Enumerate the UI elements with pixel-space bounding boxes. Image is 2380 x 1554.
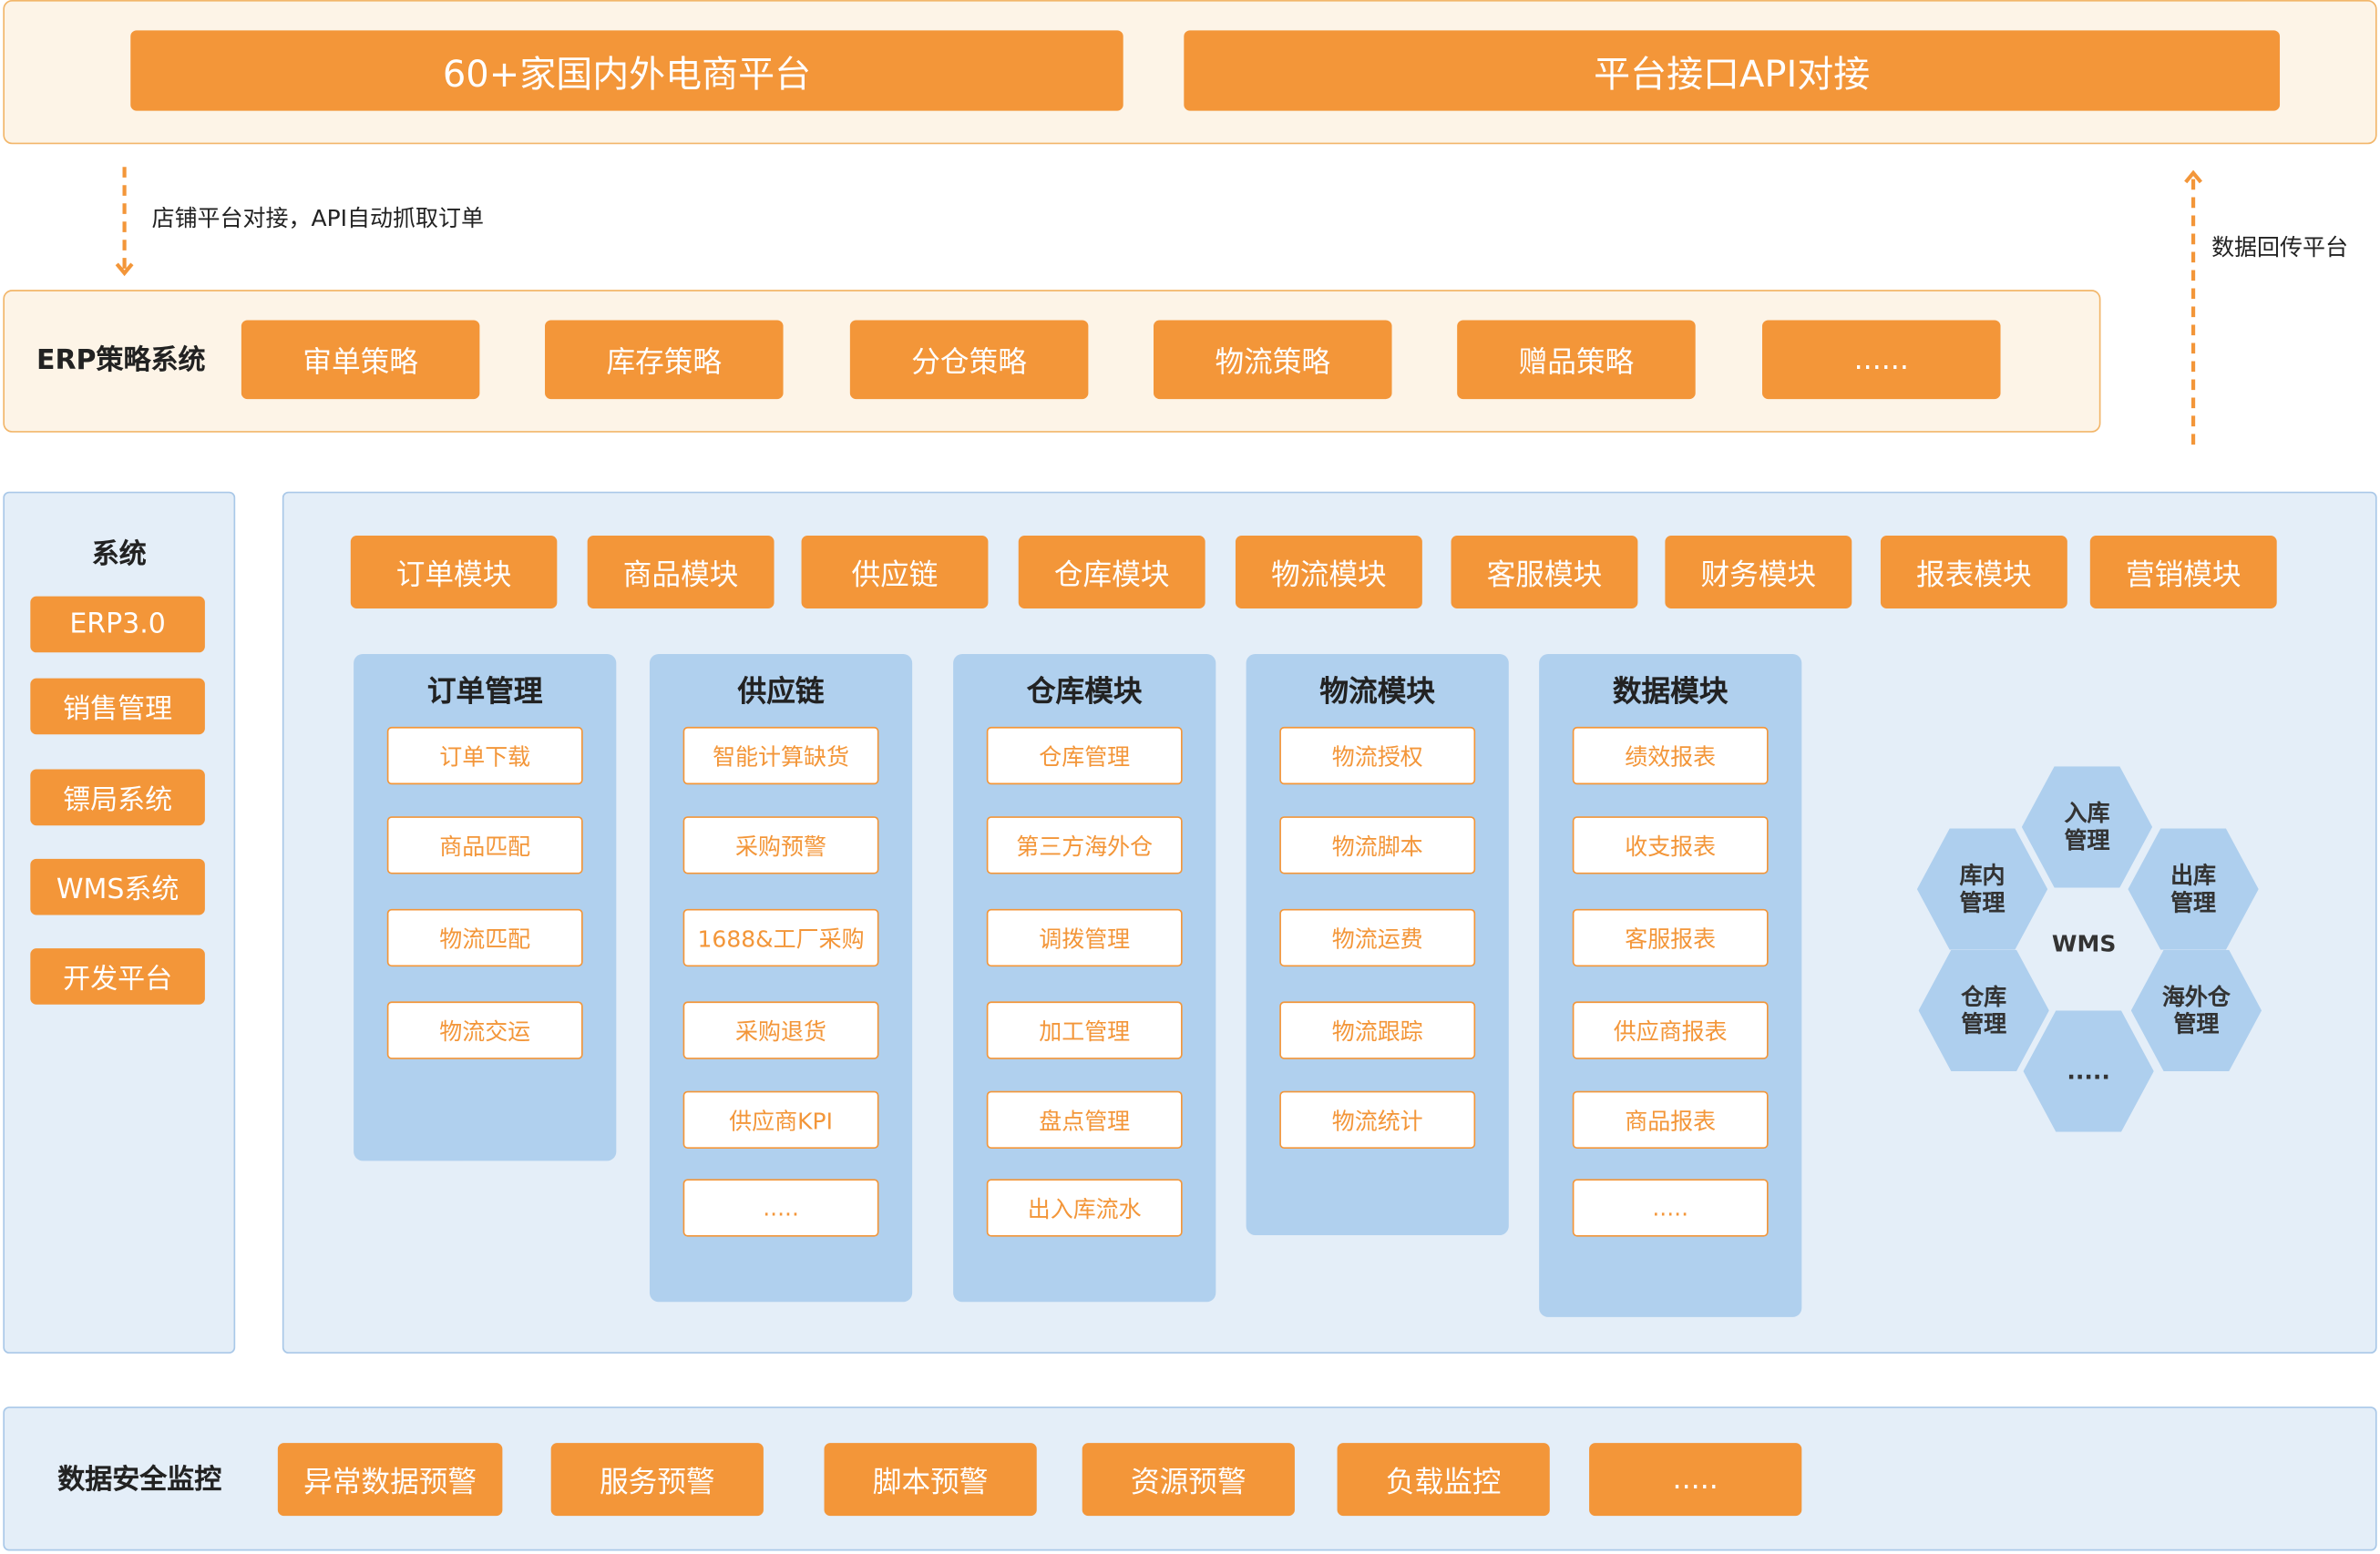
monitor-button[interactable]: ..... <box>1589 1443 1802 1517</box>
system-button[interactable]: 销售管理 <box>30 678 205 735</box>
feature-item[interactable]: 加工管理 <box>986 1001 1183 1059</box>
module-tab[interactable]: 营销模块 <box>2089 536 2277 608</box>
feature-item[interactable]: 收支报表 <box>1572 816 1769 874</box>
module-tab[interactable]: 仓库模块 <box>1018 536 1205 608</box>
column-title: 供应链 <box>737 675 825 709</box>
system-button[interactable]: ERP3.0 <box>30 596 205 653</box>
wms-center-label: WMS <box>2051 930 2117 958</box>
feature-item[interactable]: 出入库流水 <box>986 1179 1183 1237</box>
feature-item[interactable]: 物流匹配 <box>386 908 583 967</box>
monitor-button[interactable]: 负载监控 <box>1337 1443 1550 1517</box>
module-column: 数据模块绩效报表收支报表客服报表供应商报表商品报表..... <box>1539 653 1802 1317</box>
feature-item[interactable]: ..... <box>1572 1179 1769 1237</box>
feature-item[interactable]: 绩效报表 <box>1572 726 1769 785</box>
platforms-banner: 60+家国内外电商平台 <box>130 30 1123 111</box>
module-tab[interactable]: 物流模块 <box>1235 536 1422 608</box>
erp-strategy-button[interactable]: 赠品策略 <box>1457 320 1696 400</box>
erp-strategy-button[interactable]: 审单策略 <box>241 320 480 400</box>
feature-item[interactable]: 采购退货 <box>682 1001 879 1059</box>
feature-item[interactable]: 物流交运 <box>386 1001 583 1059</box>
monitor-button[interactable]: 服务预警 <box>550 1443 764 1517</box>
module-tab[interactable]: 客服模块 <box>1451 536 1638 608</box>
down-arrow-icon <box>115 167 134 277</box>
feature-item[interactable]: ..... <box>682 1179 879 1237</box>
module-tab[interactable]: 报表模块 <box>1880 536 2067 608</box>
module-tab[interactable]: 商品模块 <box>587 536 775 608</box>
module-column: 订单管理订单下载商品匹配物流匹配物流交运 <box>354 653 617 1161</box>
module-tab[interactable]: 供应链 <box>801 536 989 608</box>
feature-item[interactable]: 供应商报表 <box>1572 1001 1769 1059</box>
module-tab[interactable]: 财务模块 <box>1665 536 1852 608</box>
system-button[interactable]: WMS系统 <box>30 858 205 915</box>
feature-item[interactable]: 商品报表 <box>1572 1090 1769 1150</box>
feature-item[interactable]: 采购预警 <box>682 816 879 874</box>
feature-item[interactable]: 物流脚本 <box>1279 816 1476 874</box>
monitor-button[interactable]: 脚本预警 <box>824 1443 1037 1517</box>
feature-item[interactable]: 智能计算缺货 <box>682 726 879 785</box>
feature-item[interactable]: 订单下载 <box>386 726 583 785</box>
feature-item[interactable]: 物流运费 <box>1279 908 1476 967</box>
feature-item[interactable]: 物流跟踪 <box>1279 1001 1476 1059</box>
erp-strategy-button[interactable]: 分仓策略 <box>849 320 1089 400</box>
feature-item[interactable]: 第三方海外仓 <box>986 816 1183 874</box>
feature-item[interactable]: 物流统计 <box>1279 1090 1476 1150</box>
module-column: 物流模块物流授权物流脚本物流运费物流跟踪物流统计 <box>1246 653 1509 1235</box>
column-title: 物流模块 <box>1319 675 1436 709</box>
column-title: 订单管理 <box>426 675 543 709</box>
erp-strategy-button[interactable]: 物流策略 <box>1154 320 1392 400</box>
security-label: 数据安全监控 <box>57 1464 222 1497</box>
feature-item[interactable]: 商品匹配 <box>386 816 583 874</box>
feature-item[interactable]: 调拨管理 <box>986 908 1183 967</box>
column-title: 仓库模块 <box>1026 675 1143 709</box>
up-arrow-label: 数据回传平台 <box>2211 233 2349 261</box>
api-banner: 平台接口API对接 <box>1184 30 2281 111</box>
module-tab[interactable]: 订单模块 <box>350 536 558 608</box>
module-column: 仓库模块仓库管理第三方海外仓调拨管理加工管理盘点管理出入库流水 <box>953 653 1216 1303</box>
feature-item[interactable]: 客服报表 <box>1572 908 1769 967</box>
feature-item[interactable]: 物流授权 <box>1279 726 1476 785</box>
erp-label: ERP策略系统 <box>36 344 206 377</box>
system-button[interactable]: 开发平台 <box>30 948 205 1005</box>
column-title: 数据模块 <box>1612 675 1729 709</box>
monitor-button[interactable]: 资源预警 <box>1082 1443 1295 1517</box>
erp-strategy-button[interactable]: 库存策略 <box>545 320 784 400</box>
feature-item[interactable]: 1688&工厂采购 <box>682 908 879 967</box>
module-column: 供应链智能计算缺货采购预警 1688&工厂采购采购退货供应商KPI..... <box>649 653 913 1303</box>
feature-item[interactable]: 供应商KPI <box>682 1090 879 1150</box>
erp-strategy-button[interactable]: ...... <box>1761 320 2001 400</box>
feature-item[interactable]: 盘点管理 <box>986 1090 1183 1150</box>
up-arrow-icon <box>2184 169 2203 446</box>
monitor-button[interactable]: 异常数据预警 <box>277 1443 503 1517</box>
wms-hex[interactable]: 入库 管理 <box>2021 766 2153 888</box>
systems-title: 系统 <box>91 538 147 571</box>
down-arrow-label: 店铺平台对接，API自动抓取订单 <box>151 204 484 232</box>
feature-item[interactable]: 仓库管理 <box>986 726 1183 785</box>
system-button[interactable]: 镖局系统 <box>30 769 205 826</box>
